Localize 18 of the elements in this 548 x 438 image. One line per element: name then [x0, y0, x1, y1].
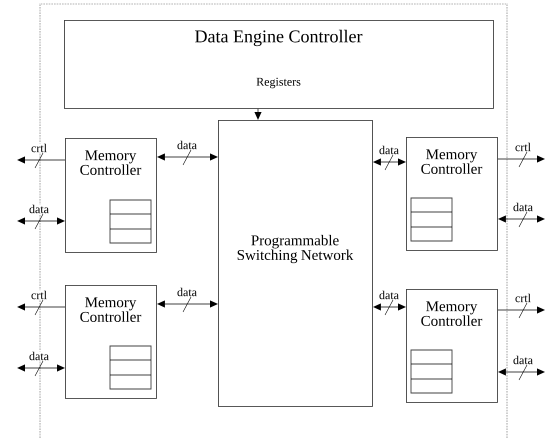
switch-box: Programmable Switching Network: [218, 120, 373, 407]
edge-label: crtl: [515, 294, 531, 302]
edge-label: crtl: [31, 290, 47, 300]
edge-label: data: [177, 140, 197, 150]
edge-label: data: [379, 146, 399, 154]
edge-label: crtl: [515, 142, 531, 152]
memory-controller-box: Memory Controller: [406, 137, 498, 251]
memory-controller-box: Memory Controller: [65, 138, 157, 253]
memory-controller-box: Memory Controller: [406, 289, 498, 403]
controller-box: Data Engine Controller Registers: [64, 20, 494, 109]
edge-label: data: [29, 204, 49, 214]
edge-label: data: [177, 288, 197, 296]
edge-label: data: [29, 352, 49, 360]
edge-label: data: [379, 290, 399, 300]
edge-label: crtl: [31, 144, 47, 152]
edge-label: data: [513, 202, 533, 212]
memory-controller-box: Memory Controller: [65, 285, 157, 399]
edge-label: data: [513, 356, 533, 364]
